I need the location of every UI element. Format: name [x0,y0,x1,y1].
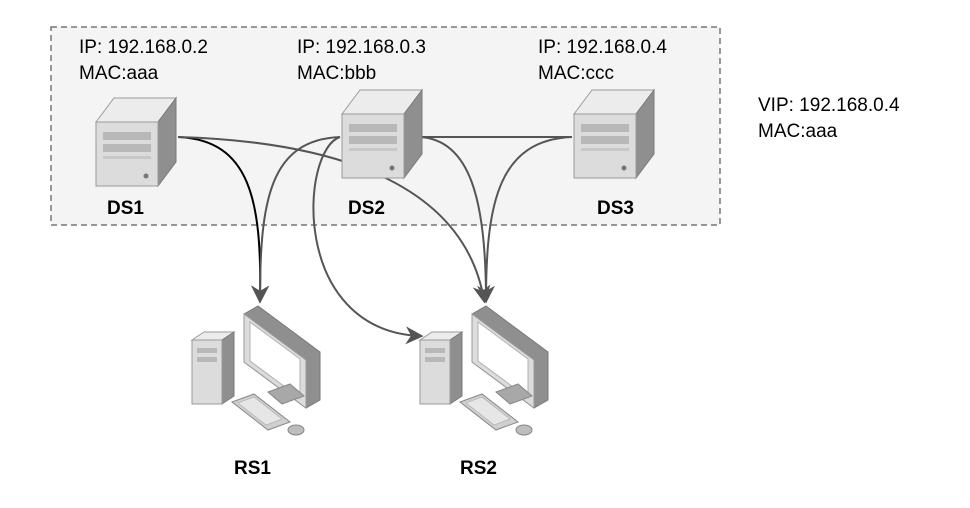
ds2-mac-label: MAC:bbb [297,63,377,84]
ds1-mac-label: MAC:aaa [79,63,159,84]
vip-ip-label: VIP: 192.168.0.4 [758,95,900,116]
ds1-server-icon [95,97,177,187]
edge-ds2-rs2 [312,136,424,345]
ds3-ip-label: IP: 192.168.0.4 [538,37,667,58]
ds3-mac-label: MAC:ccc [538,63,614,84]
ds2-name: DS2 [348,198,385,219]
rs1-name: RS1 [234,458,271,479]
ds3-server-icon [573,89,655,179]
rs2-desktop-icon [419,305,549,436]
vip-mac-label: MAC:aaa [758,121,838,142]
edge-ds2-rs2-b [419,136,487,301]
edge-ds2-rs1 [251,136,341,304]
ds1-name: DS1 [107,198,144,219]
edge-ds3-rs2 [477,136,573,304]
ds1-ip-label: IP: 192.168.0.2 [79,37,208,58]
ds2-server-icon [341,89,423,179]
ds2-ip-label: IP: 192.168.0.3 [297,37,426,58]
rs2-name: RS2 [460,458,497,479]
ds3-name: DS3 [597,198,634,219]
rs1-desktop-icon [191,305,321,436]
